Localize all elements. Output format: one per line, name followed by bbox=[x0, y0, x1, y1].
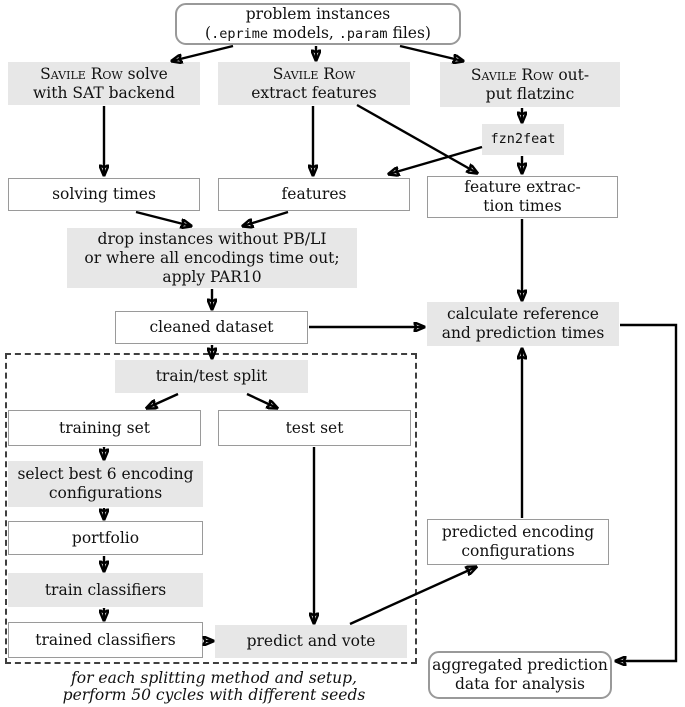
node-predict-and-vote: predict and vote bbox=[215, 625, 407, 658]
node-line: trained classifiers bbox=[35, 630, 176, 649]
node-line: Savile Row out- bbox=[470, 65, 590, 84]
node-savile-row-output-flatzinc: Savile Row out- put flatzinc bbox=[440, 62, 620, 107]
node-line: calculate reference bbox=[447, 305, 599, 323]
node-line: configurations bbox=[461, 542, 575, 560]
node-train-classifiers: train classifiers bbox=[8, 573, 203, 607]
node-aggregated-prediction-data: aggregated prediction data for analysis bbox=[428, 651, 612, 699]
node-problem-instances: problem instances (.eprime models, .para… bbox=[175, 3, 461, 45]
node-line: configurations bbox=[48, 484, 163, 502]
node-line: with SAT backend bbox=[33, 83, 175, 102]
node-line: problem instances bbox=[245, 4, 391, 23]
node-calculate-reference-prediction-times: calculate reference and prediction times bbox=[427, 302, 619, 346]
arrow-solving-times-to-drop bbox=[135, 210, 191, 226]
node-line: cleaned dataset bbox=[149, 318, 274, 336]
node-features: features bbox=[218, 178, 410, 211]
node-line: (.eprime models, .param files) bbox=[205, 23, 431, 42]
node-line: apply PAR10 bbox=[162, 267, 262, 286]
node-line: extract features bbox=[251, 83, 377, 102]
node-line: train classifiers bbox=[44, 580, 167, 599]
node-fzn2feat: fzn2feat bbox=[482, 124, 564, 155]
caption-line: perform 50 cycles with different seeds bbox=[62, 685, 366, 704]
node-line: tion times bbox=[483, 197, 562, 215]
node-line: Savile Row solve bbox=[40, 64, 168, 83]
node-train-test-split: train/test split bbox=[115, 360, 308, 393]
node-line: fzn2feat bbox=[490, 131, 556, 147]
node-line: training set bbox=[59, 418, 150, 437]
node-drop-instances: drop instances without PB/LI or where al… bbox=[67, 228, 357, 288]
caption-line: for each splitting method and setup, bbox=[71, 669, 357, 687]
arrow-extract-to-feat-times bbox=[356, 103, 477, 173]
arrow-fzn2feat-to-features bbox=[389, 145, 483, 174]
node-line: predict and vote bbox=[246, 632, 376, 650]
arrow-problem-to-flatzinc bbox=[399, 44, 463, 61]
node-feature-extraction-times: feature extrac- tion times bbox=[427, 176, 618, 218]
node-training-set: training set bbox=[8, 410, 201, 446]
node-line: Savile Row bbox=[272, 64, 356, 83]
node-line: predicted encoding bbox=[441, 523, 595, 541]
node-portfolio: portfolio bbox=[8, 521, 203, 555]
node-predicted-encoding-configurations: predicted encoding configurations bbox=[427, 519, 609, 565]
figure-caption: for each splitting method and setup, per… bbox=[29, 670, 399, 703]
node-line: put flatzinc bbox=[485, 84, 575, 103]
node-line: features bbox=[281, 185, 347, 203]
node-solving-times: solving times bbox=[8, 178, 200, 211]
node-test-set: test set bbox=[218, 410, 411, 446]
node-line: test set bbox=[285, 418, 344, 437]
node-line: drop instances without PB/LI bbox=[97, 229, 327, 248]
node-cleaned-dataset: cleaned dataset bbox=[115, 311, 308, 344]
node-line: solving times bbox=[52, 185, 156, 203]
node-line: and prediction times bbox=[441, 324, 605, 342]
node-line: portfolio bbox=[71, 528, 140, 547]
node-line: aggregated prediction bbox=[432, 656, 608, 674]
node-line: train/test split bbox=[155, 367, 268, 385]
arrow-features-to-drop bbox=[243, 210, 289, 226]
node-savile-row-extract-features: Savile Row extract features bbox=[218, 62, 410, 105]
node-savile-row-solve: Savile Row solve with SAT backend bbox=[8, 62, 200, 105]
cycle-group-dashed-border bbox=[5, 353, 417, 664]
node-line: select best 6 encoding bbox=[17, 465, 194, 483]
arrow-calculate-to-aggregated bbox=[616, 323, 678, 661]
node-line: feature extrac- bbox=[464, 178, 581, 196]
node-line: data for analysis bbox=[454, 675, 585, 693]
node-trained-classifiers: trained classifiers bbox=[8, 622, 203, 658]
node-select-best-encodings: select best 6 encoding configurations bbox=[8, 461, 203, 507]
node-line: or where all encodings time out; bbox=[84, 248, 340, 267]
arrow-problem-to-solve bbox=[172, 44, 234, 61]
